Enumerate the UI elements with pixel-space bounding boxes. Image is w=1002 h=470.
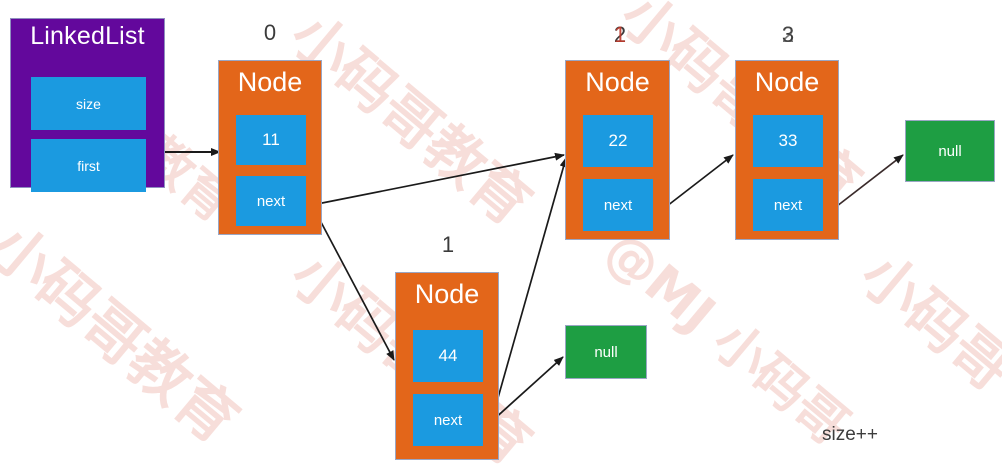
node-3-next-label: next (773, 196, 803, 214)
index-label-node3-overwritten: 2 (781, 22, 795, 47)
node-2-type-label: Node (585, 67, 650, 97)
index-label-node2: 2 1 (600, 22, 640, 48)
linkedlist-field-first-label: first (77, 157, 100, 174)
node-3-next-cell: next (753, 179, 823, 231)
node-3-value-cell: 33 (753, 115, 823, 167)
index-label-node3: 3 2 (768, 22, 808, 48)
node-3-value: 33 (778, 131, 798, 150)
linkedlist-field-size: size (31, 77, 146, 130)
node-box-3: Node 33 next (735, 60, 839, 240)
node-1-next-cell: next (413, 394, 483, 446)
node-1-value: 44 (438, 346, 458, 365)
node-box-0: Node 11 next (218, 60, 322, 235)
node-2-next-cell: next (583, 179, 653, 231)
node-1-value-cell: 44 (413, 330, 483, 382)
arrow-node3-to-null-right (827, 154, 904, 214)
node-box-1: Node 44 next (395, 272, 499, 460)
null-box-right: null (905, 120, 995, 182)
index-label-node3-value: 3 2 (780, 22, 796, 48)
linkedlist-box: LinkedList size first (10, 18, 165, 192)
arrow-node0-to-node1 (312, 206, 395, 361)
null-box-bottom-label: null (594, 343, 618, 361)
index-label-node3-current: 3 (781, 22, 795, 47)
arrow-node1-to-null-bottom (491, 356, 564, 422)
index-label-node0-value: 0 (263, 20, 277, 45)
node-2-next-label: next (603, 196, 633, 214)
node-box-2: Node 22 next (565, 60, 670, 240)
linkedlist-field-size-label: size (76, 95, 101, 112)
node-0-next-cell: next (236, 176, 306, 226)
index-label-node1: 1 (428, 232, 468, 258)
index-label-node0: 0 (250, 20, 290, 46)
node-0-value-cell: 11 (236, 115, 306, 165)
node-3-type-label: Node (754, 67, 820, 97)
index-label-node2-value: 2 1 (612, 22, 628, 48)
node-0-value: 11 (262, 130, 280, 149)
node-2-value: 22 (608, 131, 628, 150)
node-1-next-label: next (433, 411, 463, 429)
index-label-node2-current: 2 (613, 22, 627, 47)
node-0-next-label: next (256, 192, 286, 210)
null-box-right-label: null (938, 142, 962, 160)
linkedlist-field-first: first (31, 139, 146, 192)
node-0-type-label: Node (237, 67, 303, 97)
arrow-node1-to-node2 (491, 157, 568, 420)
watermark-text: 小码哥 (847, 239, 1002, 404)
watermark-text: 小码哥教育 (0, 210, 251, 458)
size-increment-note: size++ (822, 424, 878, 445)
node-2-value-cell: 22 (583, 115, 653, 167)
linkedlist-title: LinkedList (30, 22, 145, 50)
index-label-node1-value: 1 (441, 232, 455, 257)
null-box-bottom: null (565, 325, 647, 379)
arrow-node0-to-node2 (311, 152, 565, 206)
index-label-node2-overwritten: 1 (613, 22, 627, 47)
node-1-type-label: Node (414, 279, 480, 309)
